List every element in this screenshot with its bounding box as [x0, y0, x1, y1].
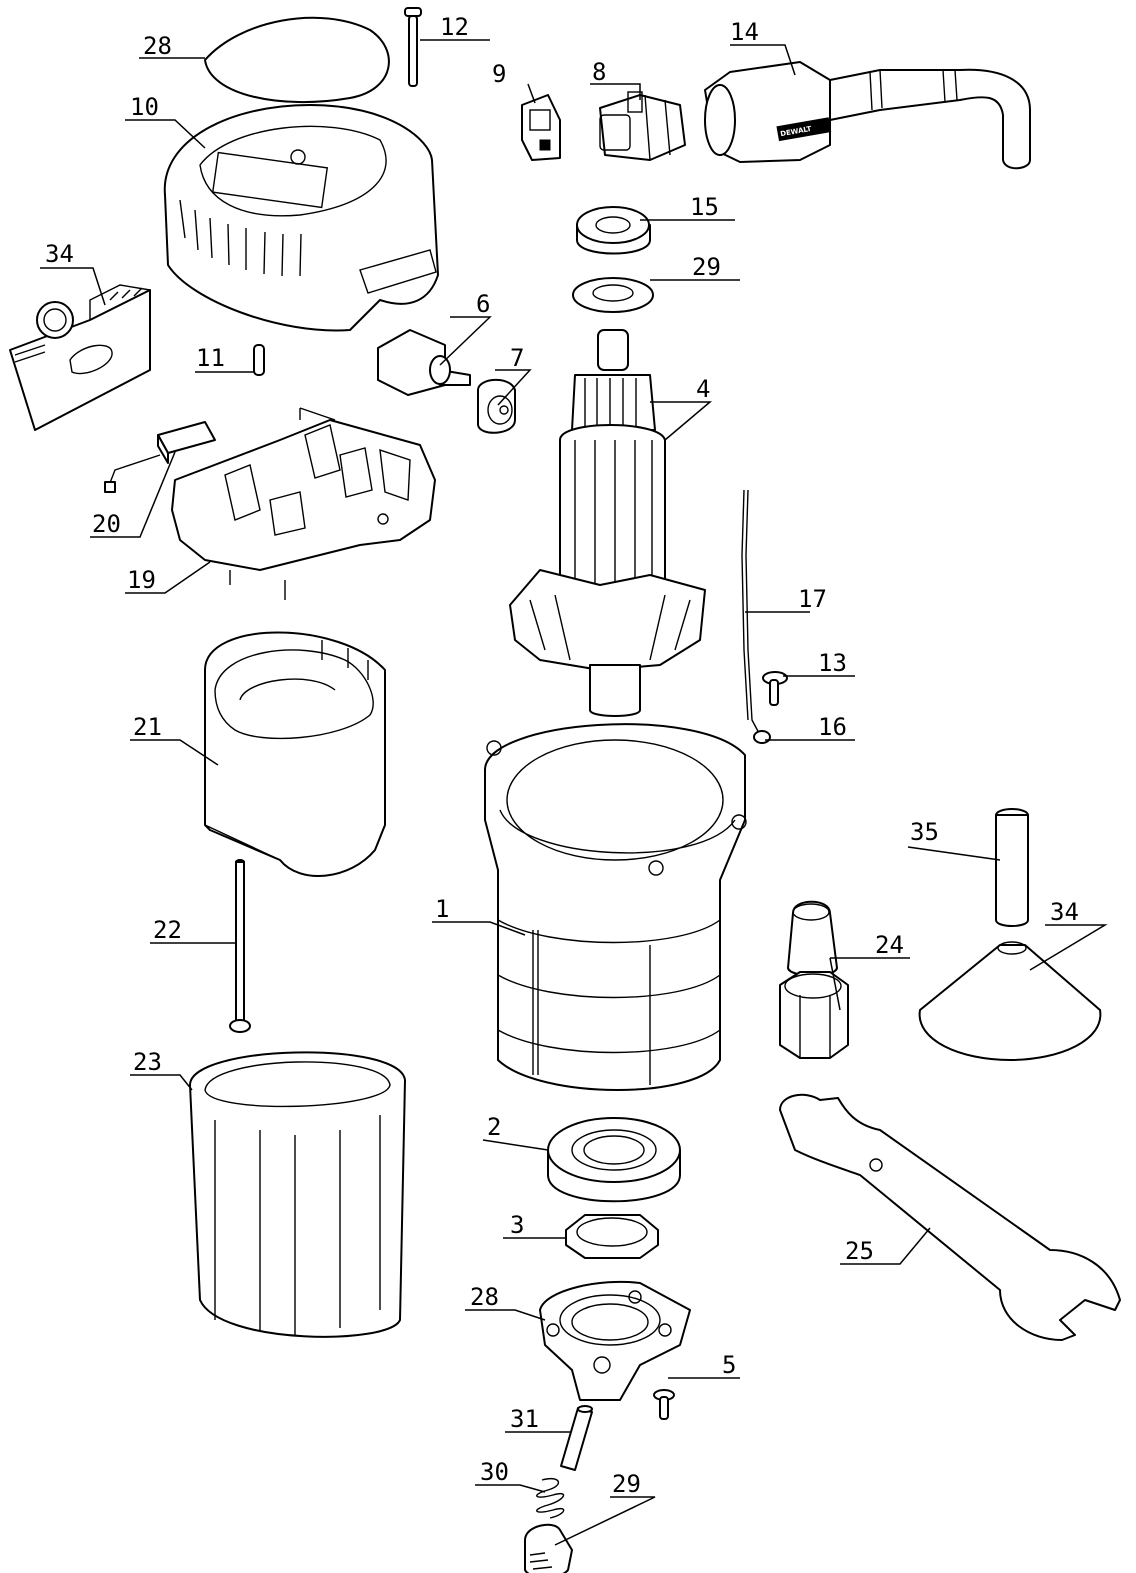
callout-6: 6 [476, 290, 490, 318]
part-24-collet-nut [779, 900, 849, 1059]
part-4-armature [509, 329, 706, 717]
callout-24: 24 [875, 931, 904, 959]
part-23-shroud [189, 1051, 406, 1338]
callout-4: 4 [696, 375, 710, 403]
part-11-small-pin [253, 344, 265, 376]
part-5-screw [653, 1389, 675, 1420]
part-3-nut [565, 1214, 659, 1259]
part-29-latch [524, 1523, 573, 1573]
part-6-switch [377, 329, 471, 396]
callout-25: 25 [845, 1237, 874, 1265]
callout-30: 30 [480, 1458, 509, 1486]
callout-34: 34 [1050, 898, 1079, 926]
part-21-field-coil [204, 631, 386, 877]
callout-12: 12 [440, 13, 469, 41]
callout-5: 5 [722, 1351, 736, 1379]
callout-14: 14 [730, 18, 759, 46]
callout-26: 28 [143, 32, 172, 60]
part-12-pin [404, 7, 422, 87]
part-35-rod [995, 808, 1029, 927]
callout-29: 29 [612, 1470, 641, 1498]
part-13-screw [762, 671, 788, 706]
callout-11: 11 [196, 344, 225, 372]
part-14-cord-set: DEWALT [704, 61, 1031, 170]
callout-28: 28 [470, 1283, 499, 1311]
callout-10: 10 [130, 93, 159, 121]
callout-8: 8 [592, 58, 606, 86]
callout-23: 23 [133, 1048, 162, 1076]
part-30-spring [536, 1478, 565, 1519]
part-31-pin [560, 1405, 593, 1471]
callout-leaders [40, 39, 1108, 1546]
part-17-lead-wire [741, 489, 771, 744]
callout-16: 16 [818, 713, 847, 741]
part-8-plug [599, 91, 686, 161]
callout-35: 35 [910, 818, 939, 846]
callout-7: 7 [510, 344, 524, 372]
part-15-bearing [576, 206, 651, 255]
callout-22: 22 [153, 916, 182, 944]
callout-9: 9 [492, 60, 506, 88]
part-1-motor-housing [484, 723, 747, 1091]
callout-15: 15 [690, 193, 719, 221]
part-9-connector-clip [521, 94, 561, 161]
callout-19: 19 [127, 566, 156, 594]
callout-1: 1 [435, 895, 449, 923]
part-27-washer [572, 277, 654, 313]
part-7-knob [477, 378, 516, 434]
callout-3: 3 [510, 1211, 524, 1239]
callout-17: 17 [798, 585, 827, 613]
part-2-bearing [547, 1117, 681, 1203]
callout-13: 13 [818, 649, 847, 677]
callout-32: 34 [45, 240, 74, 268]
part-25-wrench [779, 1093, 1121, 1341]
callout-31: 31 [510, 1405, 539, 1433]
part-10-motor-cover [163, 104, 439, 332]
part-32-control-module [9, 284, 151, 431]
part-22-long-screw [229, 859, 251, 1033]
part-20-brush [104, 421, 216, 493]
callout-27: 29 [692, 253, 721, 281]
part-19-brush-holder [171, 407, 436, 600]
callout-20: 20 [92, 510, 121, 538]
callout-21: 21 [133, 713, 162, 741]
part-34-cone [918, 941, 1102, 1061]
part-28-base-plate [539, 1280, 691, 1401]
callout-labels: 28 12 9 8 14 15 29 10 34 11 6 7 4 20 19 … [45, 13, 1079, 1498]
part-26-label-disc [204, 16, 390, 104]
callout-2: 2 [487, 1113, 501, 1141]
